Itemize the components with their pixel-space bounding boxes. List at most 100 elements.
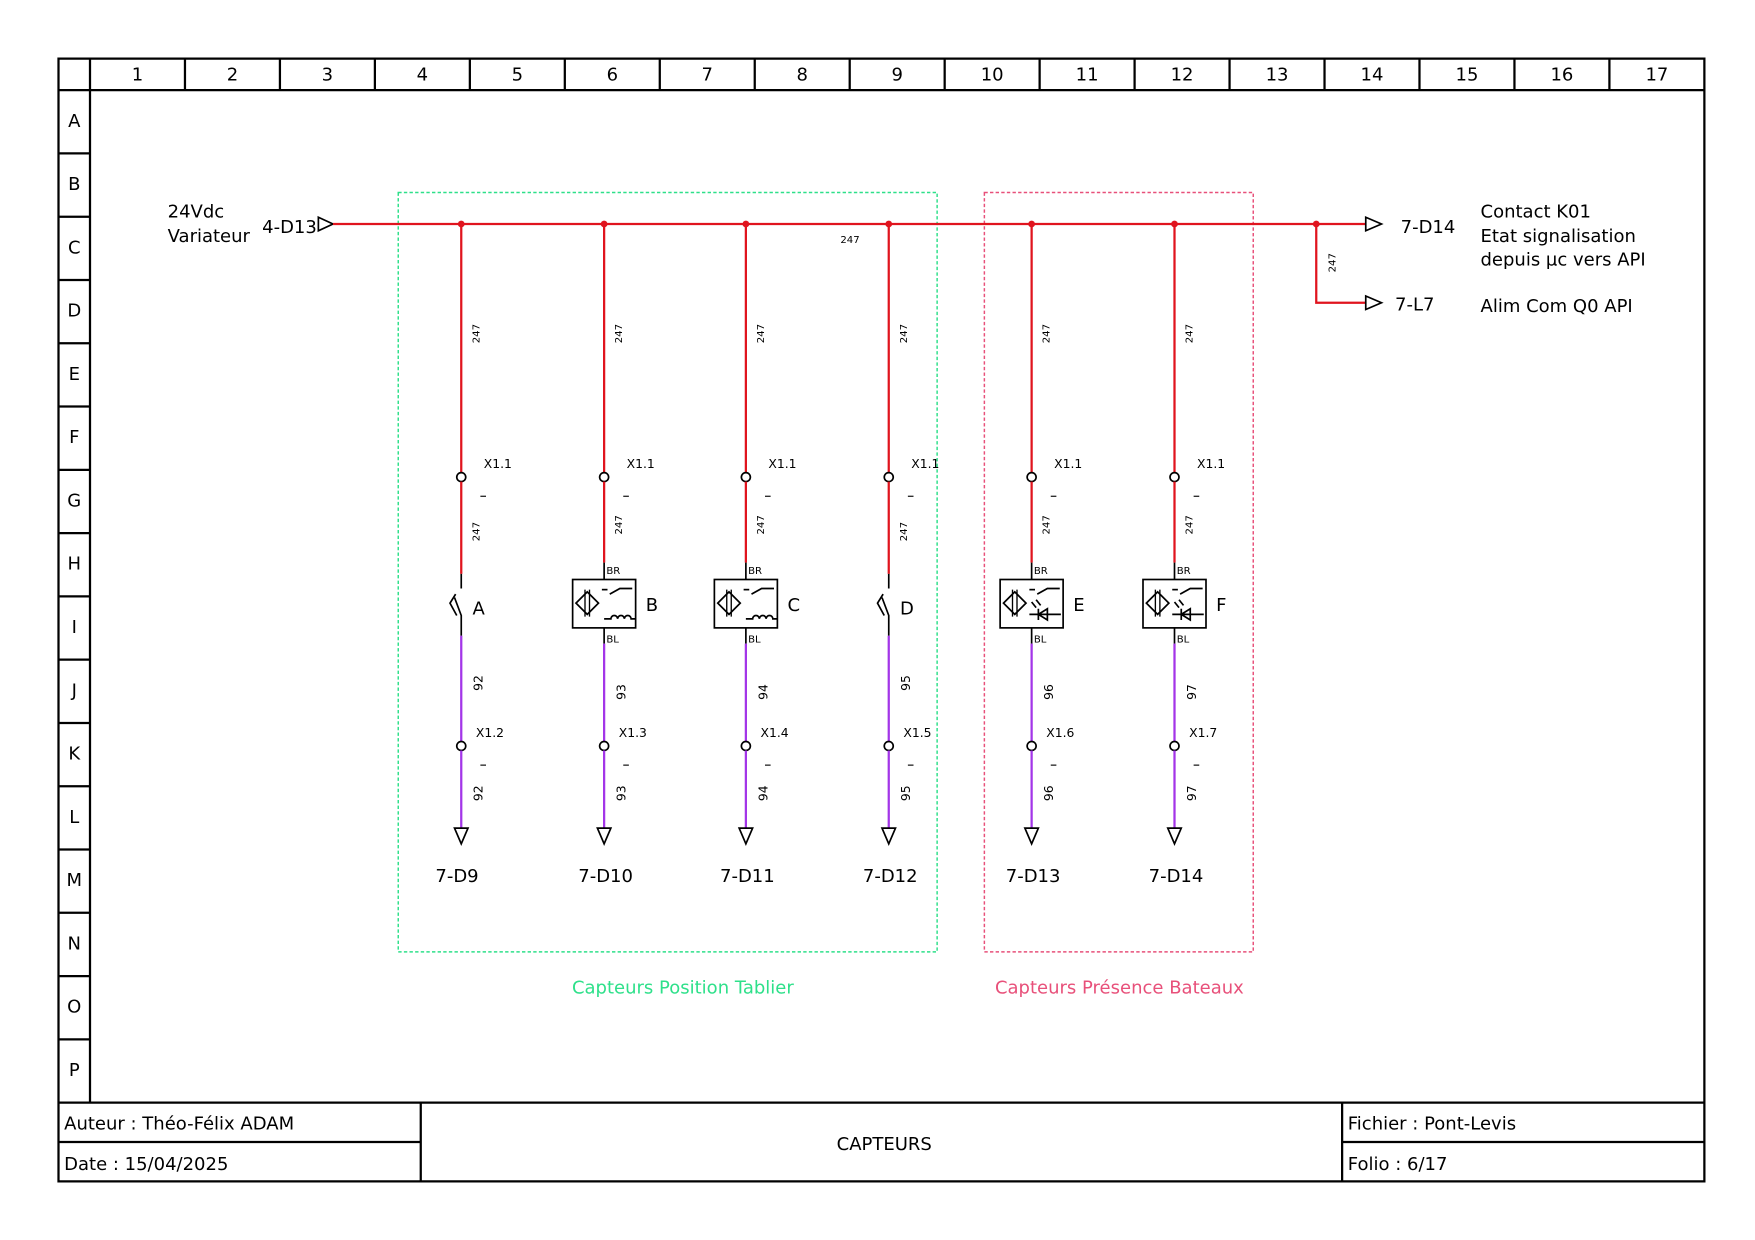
- destination-ref[interactable]: 7-D13: [1006, 866, 1061, 887]
- sensor-branches: 247X1.1247A92X1.2927-D9247X1.1247BRBBL93…: [435, 220, 1226, 887]
- wire-number: 92: [472, 785, 486, 801]
- row-label: A: [68, 111, 81, 132]
- destination-ref[interactable]: 7-D9: [435, 866, 478, 887]
- sensor-id: F: [1216, 595, 1226, 616]
- terminal-icon[interactable]: [1169, 471, 1180, 483]
- proximity-diamond-icon: [716, 590, 742, 616]
- wire-number: 247: [756, 324, 767, 343]
- wire-number: 247: [1042, 515, 1053, 534]
- row-label: F: [69, 427, 79, 448]
- column-label: 6: [607, 65, 618, 86]
- column-label: 1: [132, 65, 143, 86]
- terminal-label: X1.3: [619, 726, 647, 740]
- output-ref[interactable]: 7-L7: [1395, 295, 1434, 316]
- sensor-id: D: [900, 598, 914, 619]
- row-label: M: [66, 870, 82, 891]
- row-label: H: [67, 554, 81, 575]
- pin-label: BL: [748, 635, 761, 646]
- folio-field: Folio : 6/17: [1348, 1154, 1448, 1175]
- group-label-presence: Capteurs Présence Bateaux: [995, 978, 1244, 999]
- row-label: E: [69, 364, 80, 385]
- terminal-icon[interactable]: [883, 471, 895, 483]
- terminal-label: X1.1: [768, 457, 796, 471]
- group-box-position: [397, 191, 938, 953]
- contact-icon: [1179, 587, 1203, 595]
- terminal-icon[interactable]: [740, 740, 752, 752]
- wire-number: 247: [471, 522, 482, 541]
- wire-number: 247: [1042, 324, 1053, 343]
- wire-number: 95: [899, 675, 913, 691]
- column-label: 17: [1645, 65, 1668, 86]
- wire-number: 94: [756, 684, 770, 700]
- column-label: 15: [1456, 65, 1479, 86]
- destination-ref[interactable]: 7-D12: [863, 866, 918, 887]
- row-label: I: [72, 617, 77, 638]
- row-label: N: [68, 933, 81, 954]
- inductive-sensor-icon: [713, 578, 779, 629]
- output-arrow-icon: [1364, 294, 1384, 311]
- limit-switch-icon: [453, 597, 463, 636]
- wire-number: 247: [1185, 324, 1196, 343]
- terminal-label: X1.1: [1197, 457, 1225, 471]
- destination-ref[interactable]: 7-D10: [578, 866, 633, 887]
- terminal-icon[interactable]: [740, 471, 752, 483]
- pin-label: BL: [1034, 635, 1047, 646]
- terminal-label: X1.2: [476, 726, 504, 740]
- proximity-diamond-icon: [1145, 590, 1171, 616]
- row-label: P: [69, 1060, 80, 1081]
- inductive-sensor-icon: [571, 578, 637, 629]
- bus-wire-number: 247: [840, 235, 859, 246]
- wire-number: 95: [899, 785, 913, 801]
- optical-sensor-icon: [999, 578, 1064, 629]
- sensor-id: A: [473, 598, 486, 619]
- led-icon: [1029, 599, 1061, 622]
- limit-switch-actuator-icon: [876, 593, 885, 616]
- row-label: O: [67, 997, 81, 1018]
- source-ref[interactable]: 4-D13: [262, 217, 317, 238]
- destination-arrow-icon: [880, 827, 897, 847]
- row-label: D: [67, 301, 81, 322]
- row-label: L: [69, 807, 79, 828]
- terminal-label: X1.1: [1054, 457, 1082, 471]
- output-ref[interactable]: 7-D14: [1401, 217, 1456, 238]
- terminal-icon[interactable]: [455, 471, 467, 483]
- terminal-icon[interactable]: [1169, 740, 1180, 752]
- column-label: 11: [1076, 65, 1099, 86]
- output-wire-number: 247: [1327, 253, 1338, 272]
- destination-ref[interactable]: 7-D11: [720, 866, 775, 887]
- sensor-id: E: [1073, 595, 1084, 616]
- terminal-icon[interactable]: [883, 740, 895, 752]
- terminal-icon[interactable]: [1026, 740, 1037, 752]
- coil-icon: [745, 614, 778, 620]
- pin-label: BR: [1177, 566, 1191, 577]
- column-label: 12: [1171, 65, 1194, 86]
- wire-number: 97: [1185, 785, 1199, 801]
- output-wire: [1315, 223, 1366, 304]
- terminal-icon[interactable]: [598, 471, 610, 483]
- group-label-position: Capteurs Position Tablier: [572, 978, 794, 999]
- terminal-icon[interactable]: [455, 740, 467, 752]
- pin-label: BR: [1034, 566, 1048, 577]
- terminal-label: X1.5: [903, 726, 931, 740]
- column-label: 5: [512, 65, 523, 86]
- led-icon: [1172, 599, 1204, 622]
- terminal-icon[interactable]: [598, 740, 610, 752]
- group-box-presence: [983, 191, 1254, 953]
- terminal-icon[interactable]: [1026, 471, 1037, 483]
- sheet-title: CAPTEURS: [837, 1134, 932, 1155]
- wire-number: 92: [472, 675, 486, 691]
- column-label: 8: [796, 65, 807, 86]
- destination-arrow-icon: [1023, 827, 1040, 847]
- row-label: C: [68, 237, 81, 258]
- source-label: 24Vdc: [168, 201, 225, 222]
- limit-switch-icon: [881, 597, 890, 636]
- limit-switch-actuator-icon: [449, 593, 458, 616]
- destination-ref[interactable]: 7-D14: [1149, 866, 1204, 887]
- wire-number: 247: [471, 324, 482, 343]
- row-label: K: [68, 744, 81, 765]
